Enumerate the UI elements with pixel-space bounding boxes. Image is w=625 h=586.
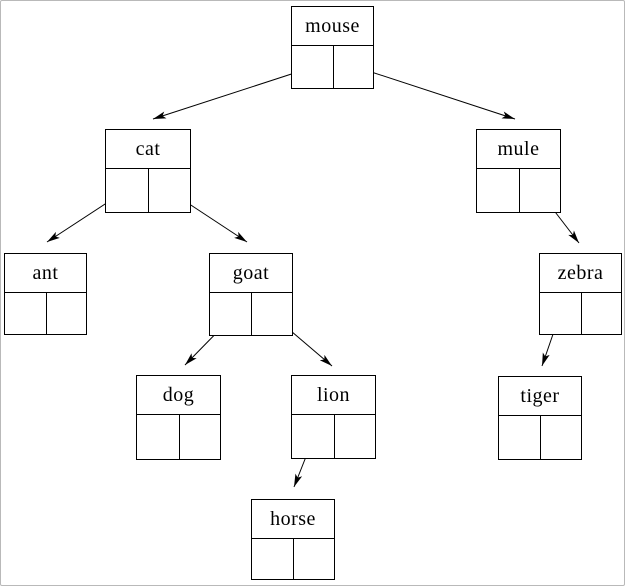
right-pointer-cell: [45, 293, 87, 334]
pointer-cells: [137, 415, 220, 459]
right-pointer-cell: [148, 169, 190, 212]
node-label: ant: [5, 254, 86, 293]
right-pointer-cell: [518, 169, 561, 212]
node-label: zebra: [540, 254, 621, 293]
node-label: horse: [252, 500, 334, 539]
node-label: tiger: [499, 377, 581, 416]
left-pointer-cell: [499, 416, 540, 459]
node-label: mouse: [292, 7, 373, 46]
pointer-cells: [292, 46, 373, 88]
pointer-cells: [499, 416, 581, 459]
edge-mouse-right-to-mule: [352, 65, 516, 120]
tree-node-cat: cat: [105, 129, 191, 213]
tree-node-lion: lion: [291, 375, 376, 459]
left-pointer-cell: [210, 293, 251, 335]
left-pointer-cell: [292, 415, 334, 458]
left-pointer-cell: [106, 169, 148, 212]
right-pointer-cell: [293, 539, 334, 579]
node-label: cat: [106, 130, 190, 169]
node-label: goat: [210, 254, 292, 293]
right-pointer-cell: [540, 416, 581, 459]
pointer-cells: [292, 415, 375, 458]
pointer-cells: [5, 293, 86, 334]
tree-node-zebra: zebra: [539, 253, 622, 335]
pointer-cells: [210, 293, 292, 335]
tree-node-tiger: tiger: [498, 376, 582, 460]
tree-node-mule: mule: [476, 129, 561, 213]
node-label: lion: [292, 376, 375, 415]
right-pointer-cell: [178, 415, 221, 459]
left-pointer-cell: [477, 169, 519, 212]
right-pointer-cell: [332, 46, 374, 88]
left-pointer-cell: [540, 293, 581, 334]
pointer-cells: [540, 293, 621, 334]
right-pointer-cell: [251, 293, 292, 335]
pointer-cells: [106, 169, 190, 212]
left-pointer-cell: [137, 415, 179, 459]
tree-node-dog: dog: [136, 375, 221, 460]
right-pointer-cell: [333, 415, 376, 458]
left-pointer-cell: [252, 539, 293, 579]
tree-node-ant: ant: [4, 253, 87, 335]
tree-node-mouse: mouse: [291, 6, 374, 89]
edge-mouse-left-to-cat: [152, 66, 314, 120]
pointer-cells: [252, 539, 334, 579]
tree-node-horse: horse: [251, 499, 335, 580]
tree-node-goat: goat: [209, 253, 293, 336]
left-pointer-cell: [5, 293, 46, 334]
node-label: dog: [137, 376, 220, 415]
pointer-cells: [477, 169, 560, 212]
node-label: mule: [477, 130, 560, 169]
right-pointer-cell: [580, 293, 622, 334]
left-pointer-cell: [292, 46, 333, 88]
